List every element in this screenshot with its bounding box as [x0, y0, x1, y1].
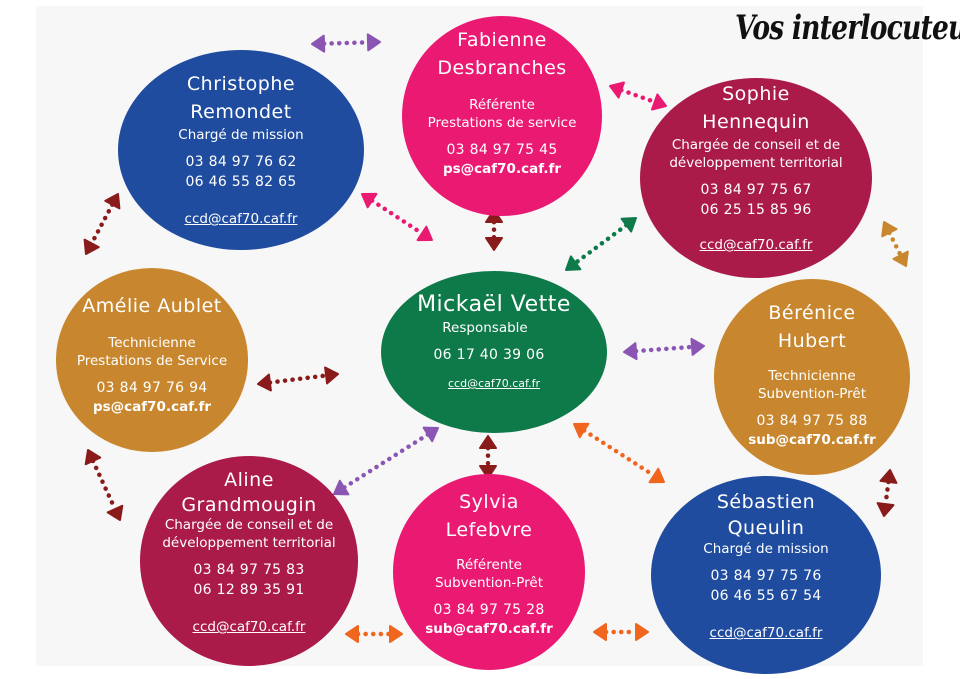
contact-name: Sophie: [722, 83, 790, 105]
contact-name: Hubert: [777, 330, 847, 352]
contact-phone: 06 46 55 67 54: [710, 588, 822, 604]
contact-name: Sébastien: [716, 491, 816, 513]
contact-sylvia-lefebvre: Sylvia Lefebvre Référente Subvention-Prê…: [393, 474, 585, 670]
contact-role: Chargée de conseil et de: [164, 517, 334, 533]
contact-email-link[interactable]: sub@caf70.caf.fr: [425, 621, 553, 637]
contact-role: Référente: [456, 557, 522, 573]
contact-name: Fabienne: [457, 29, 547, 51]
contact-email-link[interactable]: ccd@caf70.caf.fr: [184, 211, 298, 227]
contact-name: Hennequin: [702, 111, 810, 133]
contact-email-link[interactable]: ccd@caf70.caf.fr: [448, 377, 540, 390]
contact-phone: 06 12 89 35 91: [193, 582, 305, 598]
contact-role: Subvention-Prêt: [434, 575, 544, 591]
contact-name: Mickaël Vette: [417, 292, 571, 317]
contact-sebastien-queulin: Sébastien Queulin Chargé de mission 03 8…: [651, 476, 881, 674]
contact-phone: 06 25 15 85 96: [700, 202, 812, 218]
contact-berenice-hubert: Bérénice Hubert Technicienne Subvention-…: [714, 279, 910, 475]
contact-email-link[interactable]: ccd@caf70.caf.fr: [699, 237, 813, 253]
contact-phone: 03 84 97 76 62: [185, 154, 297, 170]
contact-name: Amélie Aublet: [82, 295, 222, 317]
contact-email-link[interactable]: sub@caf70.caf.fr: [748, 432, 876, 448]
contact-sophie-hennequin: Sophie Hennequin Chargée de conseil et d…: [640, 78, 872, 278]
contact-phone: 03 84 97 76 94: [96, 380, 208, 396]
contact-phone: 03 84 97 75 76: [710, 568, 822, 584]
contact-name: Christophe: [186, 73, 296, 95]
contact-name: Aline: [224, 469, 274, 491]
contact-email-link[interactable]: ps@caf70.caf.fr: [92, 399, 211, 415]
contact-name: Remondet: [190, 101, 292, 123]
contact-name: Lefebvre: [445, 519, 533, 541]
contact-phone: 03 84 97 75 83: [193, 562, 305, 578]
page-title: Vos interlocuteurs: [735, 8, 960, 48]
contact-mickael-vette: Mickaël Vette Responsable 06 17 40 39 06…: [381, 271, 607, 433]
contact-role: Responsable: [442, 320, 528, 336]
contact-role: Chargé de mission: [703, 541, 829, 557]
contact-role: Chargé de mission: [178, 127, 304, 143]
contact-phone: 06 17 40 39 06: [433, 347, 545, 363]
contact-phone: 03 84 97 75 28: [433, 602, 545, 618]
contact-fabienne-desbranches: Fabienne Desbranches Référente Prestatio…: [402, 16, 602, 216]
contact-name: Desbranches: [437, 57, 567, 79]
contact-role: développement territorial: [162, 535, 336, 551]
contact-role: Référente: [469, 97, 535, 113]
contact-email-link[interactable]: ps@caf70.caf.fr: [442, 161, 561, 177]
contact-email-link[interactable]: ccd@caf70.caf.fr: [192, 619, 306, 635]
contact-email-link[interactable]: ccd@caf70.caf.fr: [709, 625, 823, 641]
contact-role: développement territorial: [669, 155, 843, 171]
contact-phone: 03 84 97 75 88: [756, 413, 868, 429]
contact-role: Technicienne: [768, 368, 856, 384]
contact-name: Queulin: [727, 517, 805, 539]
contact-christophe-remondet: Christophe Remondet Chargé de mission 03…: [118, 50, 364, 250]
contact-phone: 03 84 97 75 45: [446, 142, 558, 158]
contact-role: Chargée de conseil et de: [671, 137, 841, 153]
contact-role: Technicienne: [108, 335, 196, 351]
contact-phone: 03 84 97 75 67: [700, 182, 812, 198]
contact-role: Prestations de Service: [76, 353, 228, 369]
contact-name: Sylvia: [459, 491, 519, 513]
contact-name: Grandmougin: [181, 494, 317, 516]
contact-aline-grandmougin: Aline Grandmougin Chargée de conseil et …: [140, 456, 358, 666]
contact-name: Bérénice: [768, 302, 856, 324]
contact-role: Subvention-Prêt: [757, 386, 867, 402]
contact-phone: 06 46 55 82 65: [185, 174, 297, 190]
contact-role: Prestations de service: [427, 115, 577, 131]
contact-amelie-aublet: Amélie Aublet Technicienne Prestations d…: [56, 268, 248, 452]
